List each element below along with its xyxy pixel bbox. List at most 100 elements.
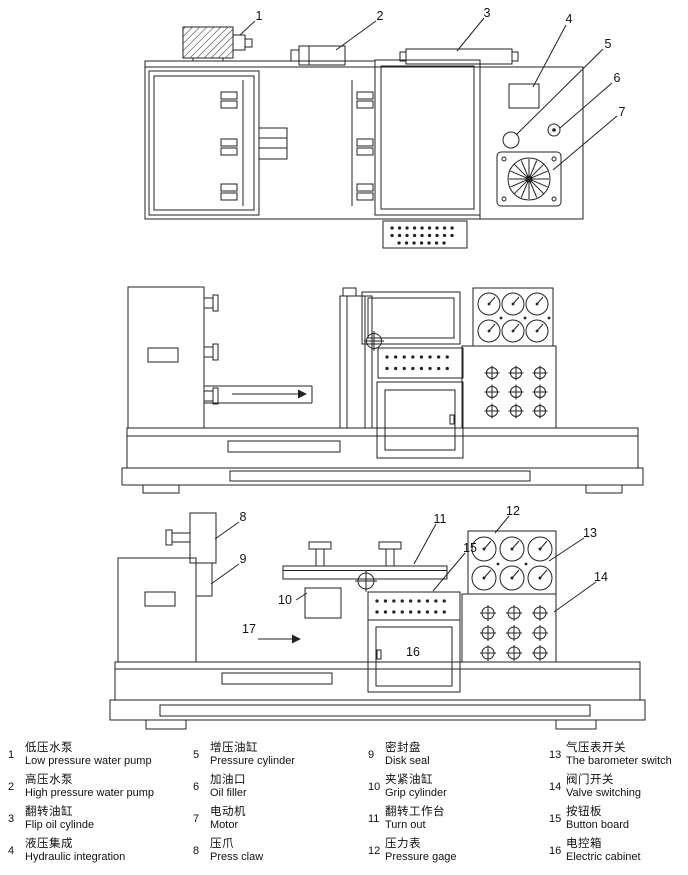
legend-item-zh: 电动机 <box>210 806 246 818</box>
press-claw <box>165 512 217 564</box>
callouts-detail: 8 9 10 11 12 13 14 15 17 <box>240 504 608 636</box>
legend-item-zh: 液压集成 <box>25 838 73 850</box>
legend-item-en: Pressure cylinder <box>210 755 295 767</box>
part-2-high-pressure-pump <box>290 45 346 66</box>
upper-center-block <box>361 291 461 351</box>
callouts-top: 1 2 3 4 5 6 7 <box>256 6 626 119</box>
callout-5: 5 <box>605 37 612 51</box>
electric-cabinet: 16 <box>367 619 461 693</box>
legend-item-en: Turn out <box>385 819 426 831</box>
legend-item-zh: 密封盘 <box>385 742 421 754</box>
button-board-front <box>377 347 464 379</box>
callout-3: 3 <box>484 6 491 20</box>
part-4-hydraulic-integration <box>508 83 540 109</box>
part-6-oil-filler <box>547 123 561 137</box>
legend-item-number: 16 <box>549 844 562 857</box>
callout-2: 2 <box>377 9 384 23</box>
center-column <box>339 287 373 429</box>
gauge-panel-front <box>472 287 554 347</box>
detail-view: 16 <box>109 504 646 730</box>
legend-item-zh: 压爪 <box>210 838 234 850</box>
part-3-flip-oil-cylinder <box>399 48 519 65</box>
part-7-motor-fan <box>496 151 562 207</box>
callout-1: 1 <box>256 9 263 23</box>
legend-item-number: 15 <box>549 812 562 825</box>
legend-item-zh: 加油口 <box>210 774 246 786</box>
machine-bed-detail <box>109 661 646 730</box>
legend-item-number: 7 <box>193 812 200 825</box>
legend-item-en: High pressure water pump <box>25 787 155 799</box>
legend-item-en: Electric cabinet <box>566 851 641 863</box>
part-5-pressure-cylinder <box>502 131 520 149</box>
legend-item-zh: 夹紧油缸 <box>385 774 433 786</box>
legend-item-en: Pressure gage <box>385 851 457 863</box>
disk-seal <box>195 562 213 597</box>
terminal-dots-box <box>382 220 468 249</box>
callout-11: 11 <box>434 512 447 526</box>
callout-10: 10 <box>278 593 292 607</box>
legend-item-en: Valve switching <box>566 787 641 799</box>
leader-lines-top <box>239 17 618 171</box>
legend-item-number: 1 <box>8 748 15 761</box>
callout-4: 4 <box>566 12 573 26</box>
legend-item-zh: 高压水泵 <box>25 774 73 786</box>
legend-item-en: The barometer switch <box>566 755 672 767</box>
legend-item-number: 4 <box>8 844 15 857</box>
legend-item-zh: 按钮板 <box>566 806 602 818</box>
legend-item-en: Disk seal <box>385 755 430 767</box>
callout-17: 17 <box>242 622 256 636</box>
machine-body-top <box>144 59 584 220</box>
legend-item-en: Press claw <box>210 851 264 863</box>
legend-item-en: Button board <box>566 819 629 831</box>
callout-15: 15 <box>463 541 477 555</box>
callout-8: 8 <box>240 510 247 524</box>
legend-item-en: Hydraulic integration <box>25 851 126 863</box>
callout-13: 13 <box>583 526 597 540</box>
top-view: 1 2 3 4 5 6 7 <box>144 6 626 249</box>
legend-item-zh: 电控箱 <box>566 838 602 850</box>
piston-arm <box>204 385 313 404</box>
legend-item-en: Flip oil cylinde <box>25 819 95 831</box>
legend-item-number: 9 <box>368 748 375 761</box>
callout-6: 6 <box>614 71 621 85</box>
legend-item-number: 10 <box>368 780 381 793</box>
legend-item-number: 8 <box>193 844 200 857</box>
technical-drawing: 1 2 3 4 5 6 7 <box>109 6 646 730</box>
left-column-block-detail <box>117 557 197 663</box>
front-view <box>121 286 644 494</box>
button-board <box>367 591 461 621</box>
legend-item-number: 11 <box>368 812 380 825</box>
callout-7: 7 <box>619 105 626 119</box>
legend-item-en: Low pressure water pump <box>25 755 152 767</box>
legend-item-zh: 气压表开关 <box>566 742 626 754</box>
left-column-block <box>127 286 219 429</box>
cross-bolt-detail <box>355 570 377 592</box>
callout-16: 16 <box>406 645 420 659</box>
legend-item-en: Grip cylinder <box>385 787 447 799</box>
part-1-low-pressure-pump <box>182 26 253 61</box>
legend-item-number: 12 <box>368 844 381 857</box>
legend-item-number: 5 <box>193 748 200 761</box>
legend-item-zh: 压力表 <box>385 838 421 850</box>
legend-item-zh: 翻转油缸 <box>25 806 73 818</box>
pressure-gage-panel <box>467 530 557 595</box>
callout-12: 12 <box>506 504 520 518</box>
legend-item-zh: 阀门开关 <box>566 774 614 786</box>
